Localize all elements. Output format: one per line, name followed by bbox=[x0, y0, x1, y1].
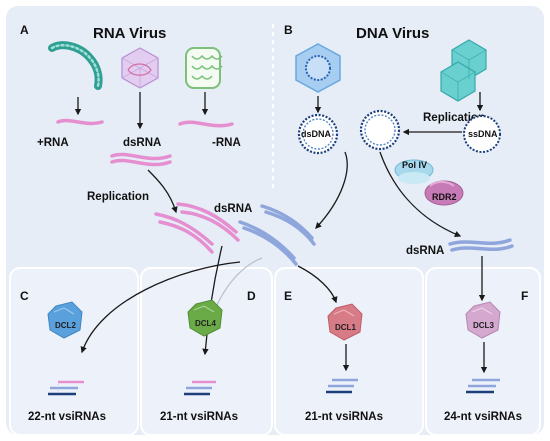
ssdna-label: ssDNA bbox=[468, 129, 498, 139]
icosahedral-rna-virus-icon bbox=[121, 47, 159, 89]
rdr2-enzyme bbox=[424, 180, 464, 206]
arrow-dsdna-to-dsrna bbox=[315, 151, 348, 229]
panel-label-b: B bbox=[284, 23, 293, 37]
pol-iv-enzyme bbox=[394, 159, 434, 184]
minus-rna-label: -RNA bbox=[212, 137, 241, 149]
panel-label-f: F bbox=[521, 289, 528, 303]
bottom-panels bbox=[9, 267, 541, 436]
product-label-c: 22-nt vsiRNAs bbox=[28, 411, 106, 423]
arrow-to-dcl1 bbox=[297, 265, 338, 304]
replicated-dsrna-pink bbox=[154, 202, 240, 254]
panel-c-box bbox=[9, 267, 139, 436]
dcl2-enzyme bbox=[47, 301, 83, 339]
panel-label-e: E bbox=[284, 289, 292, 303]
plus-rna-strand bbox=[56, 118, 104, 126]
sirna-duplex-f bbox=[466, 378, 500, 394]
panel-f-box bbox=[425, 267, 541, 436]
pol-iv-label: Pol IV bbox=[402, 160, 427, 170]
ssdna-circle bbox=[463, 115, 501, 153]
dna-virus-title: DNA Virus bbox=[356, 25, 429, 42]
sirna-duplex-e bbox=[326, 378, 358, 394]
product-label-f: 24-nt vsiRNAs bbox=[444, 411, 522, 423]
dcl4-label: DCL4 bbox=[195, 319, 216, 328]
geminivirus-twin-icon bbox=[440, 39, 487, 102]
panel-label-a: A bbox=[20, 23, 29, 37]
dsdna-circle bbox=[297, 113, 339, 155]
dsrna-blue-middle bbox=[238, 204, 316, 266]
product-label-d: 21-nt vsiRNAs bbox=[160, 411, 238, 423]
product-label-e: 21-nt vsiRNAs bbox=[305, 411, 383, 423]
dcl3-label: DCL3 bbox=[473, 321, 494, 330]
dsrna-mid-label: dsRNA bbox=[214, 203, 252, 215]
dsrna-blue-right bbox=[448, 238, 514, 252]
sirna-duplex-d bbox=[184, 380, 216, 396]
arrow-to-dcl4-a bbox=[202, 245, 223, 356]
dcl1-label: DCL1 bbox=[335, 323, 356, 332]
replication-right-label: Replication bbox=[423, 112, 485, 124]
rdr2-label: RDR2 bbox=[432, 192, 457, 202]
rna-virus-title: RNA Virus bbox=[93, 25, 166, 42]
dna-virus-hexagon-icon bbox=[295, 43, 341, 93]
panel-label-c: C bbox=[20, 289, 29, 303]
dsdna-label: dsDNA bbox=[301, 129, 332, 139]
dsrna-right-label: dsRNA bbox=[406, 245, 444, 257]
panel-label-d: D bbox=[247, 289, 256, 303]
arrow-dna-to-polIV-dsrna bbox=[379, 151, 462, 238]
dcl2-label: DCL2 bbox=[55, 321, 76, 330]
replication-left-label: Replication bbox=[87, 191, 149, 203]
plus-rna-label: +RNA bbox=[37, 137, 69, 149]
dcl4-enzyme bbox=[187, 299, 223, 337]
filamentous-rna-virus-icon bbox=[48, 41, 103, 90]
rod-rna-virus-icon bbox=[185, 47, 223, 89]
dcl1-enzyme bbox=[327, 303, 363, 341]
sirna-duplex-c bbox=[48, 380, 84, 396]
panel-e-box bbox=[274, 267, 424, 436]
minus-rna-strand bbox=[178, 120, 234, 128]
arrow-dsrna-to-replication bbox=[147, 169, 178, 214]
replicative-dna-circle bbox=[359, 109, 401, 151]
dsrna-top-label: dsRNA bbox=[123, 137, 161, 149]
dcl3-enzyme bbox=[465, 301, 501, 339]
dsrna-strand-top bbox=[110, 152, 172, 167]
